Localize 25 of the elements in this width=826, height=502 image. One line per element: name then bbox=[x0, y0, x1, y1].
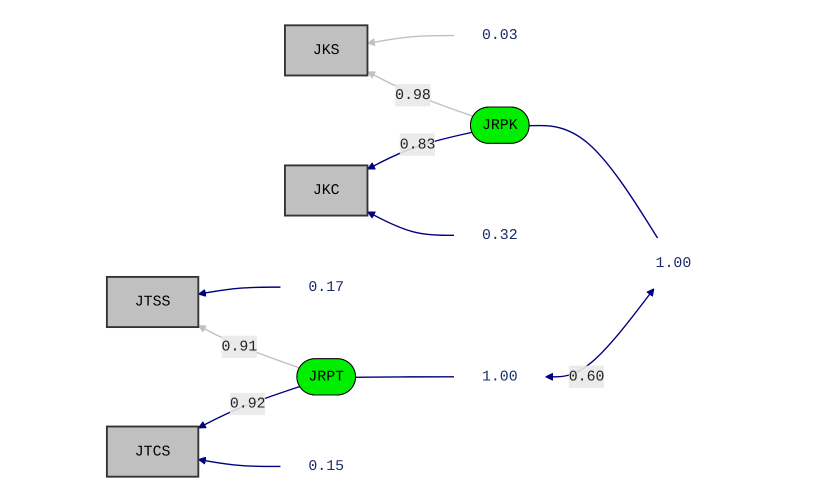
node-box: JTSS bbox=[106, 276, 200, 328]
edge-label: 0.83 bbox=[400, 136, 436, 153]
edge-label: 0.60 bbox=[568, 368, 604, 386]
arrow bbox=[367, 211, 454, 236]
arrow bbox=[198, 386, 300, 428]
node-text: 0.03 bbox=[482, 27, 518, 44]
node-box: JKS bbox=[284, 24, 368, 76]
node-text: 1.00 bbox=[656, 254, 692, 272]
arrow bbox=[198, 456, 280, 468]
arrow bbox=[367, 132, 472, 170]
node-box: JKC bbox=[284, 164, 368, 216]
node-text: 1.00 bbox=[482, 368, 518, 386]
arrow bbox=[367, 71, 474, 118]
arrow bbox=[198, 286, 280, 297]
connector bbox=[356, 376, 454, 378]
node-box: JTCS bbox=[106, 426, 200, 478]
arrow bbox=[198, 325, 300, 369]
connector bbox=[530, 124, 658, 238]
node-text: 0.15 bbox=[308, 458, 344, 475]
edge-label: 0.91 bbox=[222, 338, 258, 356]
arrow bbox=[367, 34, 454, 46]
edge-label: 0.92 bbox=[230, 396, 266, 412]
node-text: 0.32 bbox=[482, 226, 518, 244]
edge-label: 0.98 bbox=[395, 86, 431, 104]
node-text: 0.17 bbox=[308, 278, 344, 296]
